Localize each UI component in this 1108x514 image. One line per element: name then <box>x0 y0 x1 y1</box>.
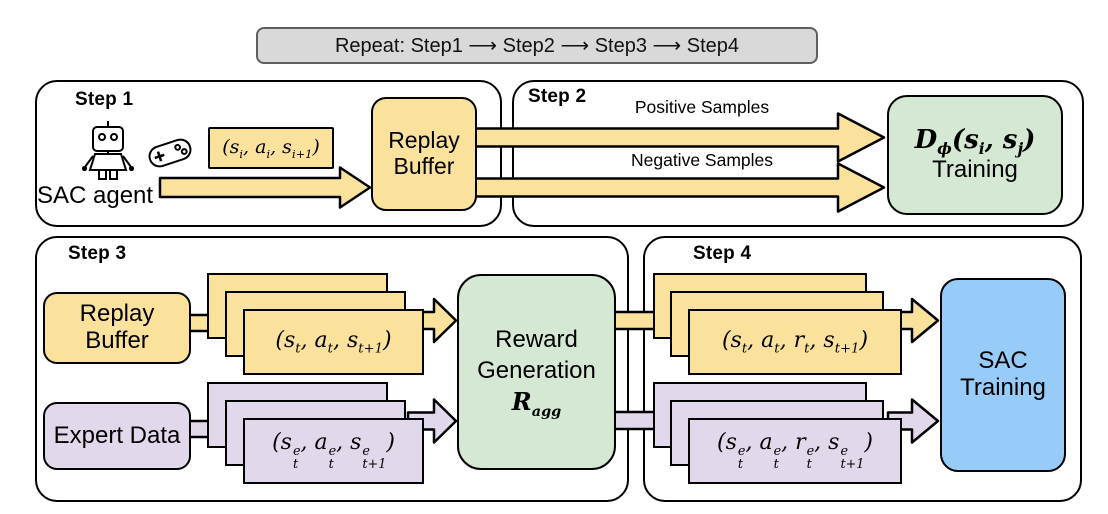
replay-buffer-box-step1: Replay Buffer <box>371 97 477 211</box>
reward-generation-box: Reward Generation Ragg <box>457 274 616 470</box>
step3-label: Step 3 <box>68 243 127 264</box>
agent-reward-card-front: (st, at, rt, st+1) <box>688 309 902 375</box>
reward-generation-text: Reward Generation <box>477 325 596 385</box>
positive-samples-label: Positive Samples <box>634 97 770 117</box>
transition-tuple-text: (si, ai, si+1) <box>222 135 320 161</box>
reward-aggregate-math: Ragg <box>511 387 562 421</box>
expert-data-text: Expert Data <box>53 421 181 449</box>
game-controller-icon <box>148 138 192 168</box>
step2-container <box>512 80 1084 227</box>
discriminator-training-box: Dϕ(si, sj) Training <box>887 95 1063 215</box>
expert-data-box: Expert Data <box>43 402 191 470</box>
arrow-agent-to-replay-buffer <box>158 166 372 209</box>
step3-container <box>35 236 629 502</box>
step4-label: Step 4 <box>693 243 752 264</box>
agent-card-front: (st, at, st+1) <box>243 309 424 375</box>
step4-container <box>643 236 1082 502</box>
arrow-positive-samples <box>472 112 886 163</box>
sac-agent-label: SAC agent <box>37 182 154 209</box>
step2-label: Step 2 <box>528 86 587 107</box>
transition-tuple-chip: (si, ai, si+1) <box>208 127 334 169</box>
robot-icon <box>81 121 135 180</box>
discriminator-math: Dϕ(si, sj) <box>914 124 1036 158</box>
step1-container <box>35 80 502 227</box>
agent-tuple-step4: (st, at, rt, st+1) <box>721 327 869 357</box>
discriminator-training-text: Training <box>932 156 1018 184</box>
replay-buffer-step1-text: Replay Buffer <box>388 127 460 179</box>
arrow-negative-samples <box>472 162 886 213</box>
repeat-banner-text: Repeat: Step1 ⟶ Step2 ⟶ Step3 ⟶ Step4 <box>334 35 740 57</box>
sac-training-box: SAC Training <box>940 278 1066 472</box>
step1-label: Step 1 <box>75 89 134 110</box>
negative-samples-label: Negative Samples <box>630 150 774 170</box>
sac-training-text: SAC Training <box>960 347 1046 401</box>
repeat-banner: Repeat: Step1 ⟶ Step2 ⟶ Step3 ⟶ Step4 <box>256 27 818 64</box>
replay-buffer-step3-text: Replay Buffer <box>79 300 155 354</box>
agent-tuple-step3: (st, at, st+1) <box>275 327 392 357</box>
replay-buffer-box-step3: Replay Buffer <box>43 292 191 364</box>
